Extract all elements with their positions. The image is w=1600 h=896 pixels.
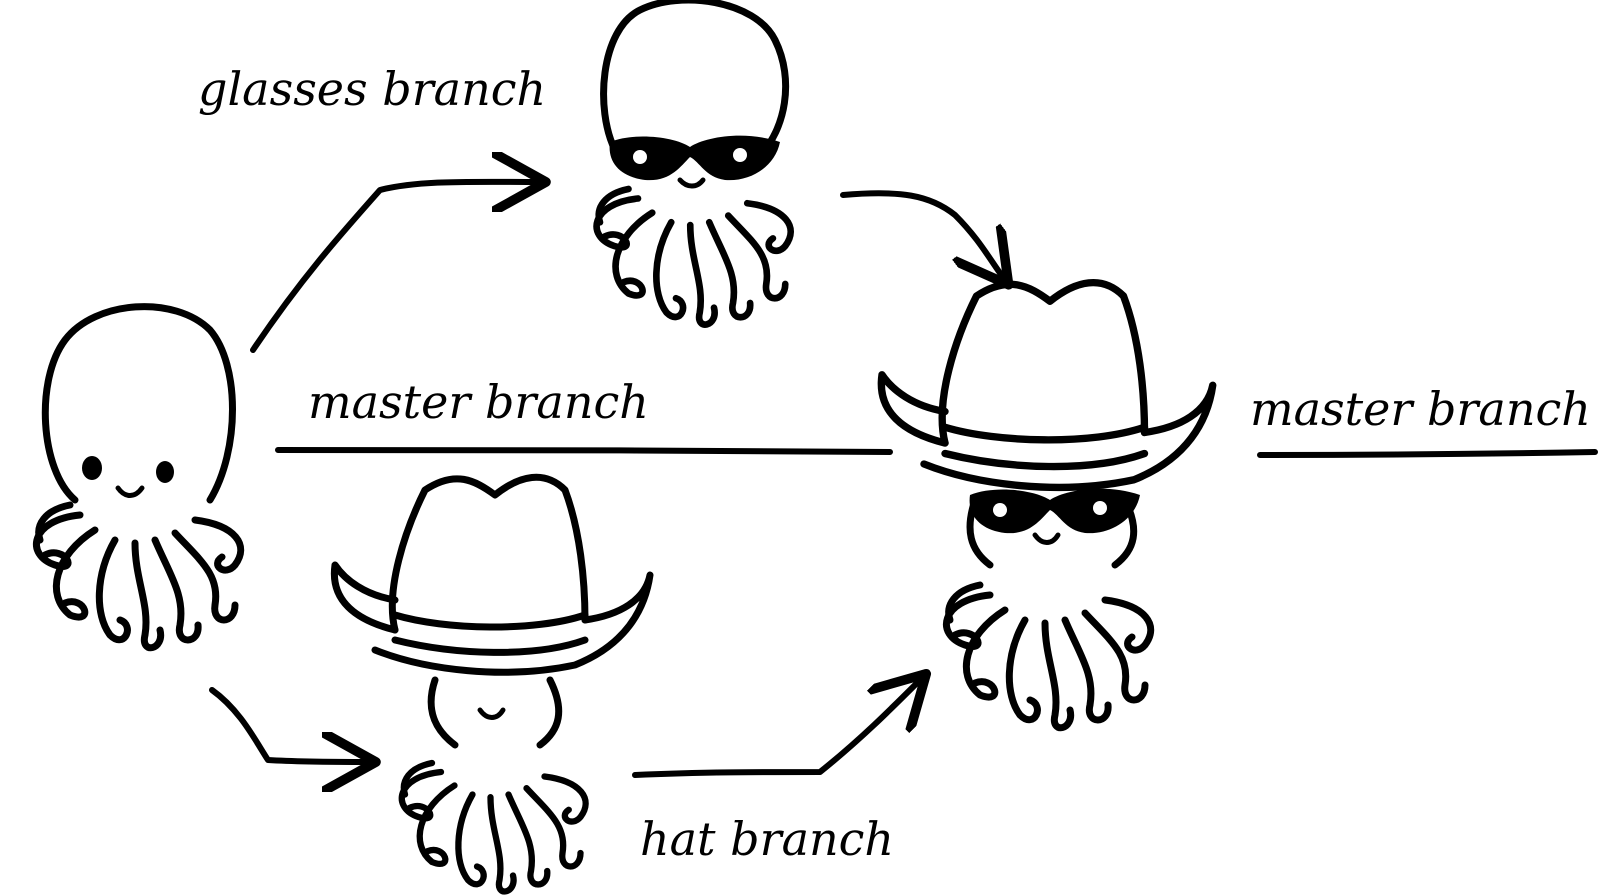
arrow-hat-to-merged [632, 678, 922, 778]
label-master-branch-left: master branch [308, 375, 649, 429]
octopus-hat [334, 477, 650, 891]
master-line-left [275, 447, 893, 455]
octopus-original [36, 303, 240, 648]
label-hat-branch: hat branch [640, 812, 894, 866]
arrow-glasses-to-merged [840, 190, 1005, 280]
arrow-to-glasses [250, 182, 540, 353]
label-master-branch-right: master branch [1250, 382, 1591, 436]
octopus-glasses [597, 0, 791, 325]
octopus-merged [881, 283, 1212, 728]
label-glasses-branch: glasses branch [198, 62, 546, 116]
master-line-right [1257, 449, 1598, 458]
arrow-to-hat [209, 687, 370, 762]
